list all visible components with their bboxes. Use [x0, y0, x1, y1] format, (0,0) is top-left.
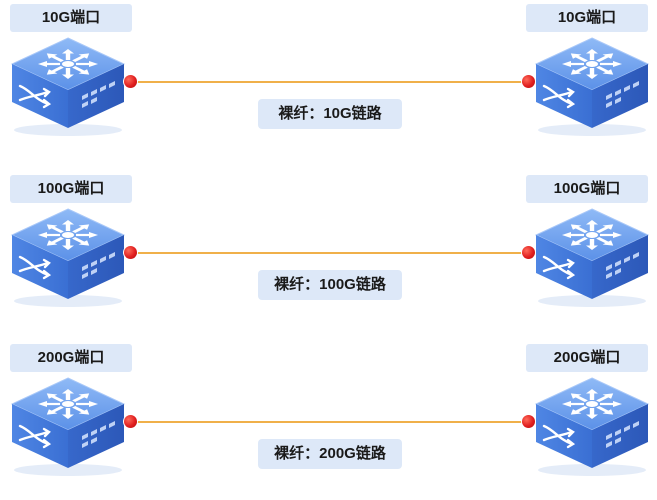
network-switch-icon [6, 205, 130, 309]
left-port-label: 100G端口 [10, 175, 132, 203]
link-row-10g: 10G端口 10G端口 裸纤：10G链路 [0, 0, 657, 160]
right-endpoint-dot [522, 246, 535, 259]
left-endpoint-dot [124, 246, 137, 259]
left-port-label: 200G端口 [10, 344, 132, 372]
link-row-200g: 200G端口 200G端口 裸纤：200G链路 [0, 340, 657, 500]
right-port-label: 100G端口 [526, 175, 648, 203]
right-port-label: 200G端口 [526, 344, 648, 372]
fiber-link-line [131, 421, 530, 423]
network-switch-icon [6, 34, 130, 138]
network-switch-icon [530, 205, 654, 309]
network-switch-icon [6, 374, 130, 478]
network-switch-icon [530, 374, 654, 478]
right-endpoint-dot [522, 415, 535, 428]
right-port-label: 10G端口 [526, 4, 648, 32]
link-row-100g: 100G端口 100G端口 裸纤：100G链路 [0, 171, 657, 331]
link-label: 裸纤：100G链路 [258, 270, 402, 300]
link-label: 裸纤：10G链路 [258, 99, 402, 129]
link-label: 裸纤：200G链路 [258, 439, 402, 469]
fiber-link-line [131, 81, 530, 83]
network-switch-icon [530, 34, 654, 138]
left-endpoint-dot [124, 415, 137, 428]
fiber-link-line [131, 252, 530, 254]
left-endpoint-dot [124, 75, 137, 88]
right-endpoint-dot [522, 75, 535, 88]
left-port-label: 10G端口 [10, 4, 132, 32]
